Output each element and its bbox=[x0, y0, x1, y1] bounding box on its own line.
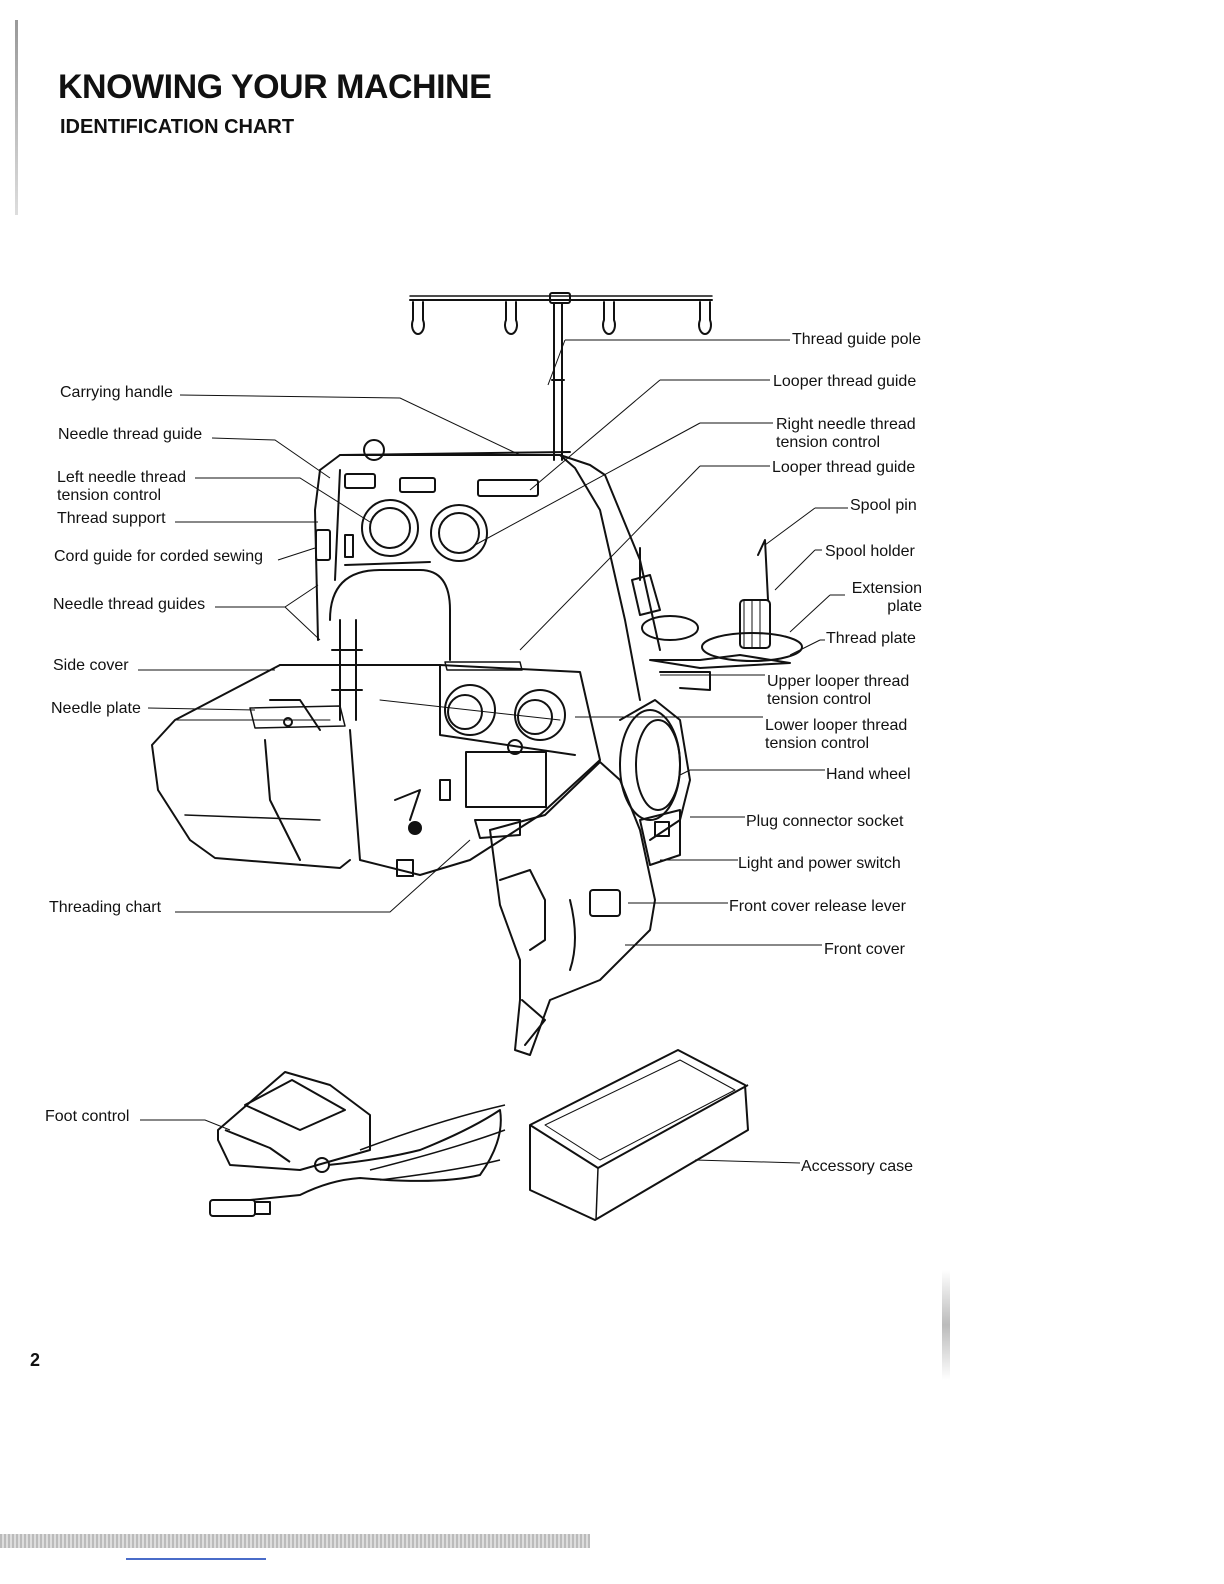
label-threading-chart: Threading chart bbox=[49, 899, 162, 916]
label-line: tension control bbox=[776, 434, 881, 451]
label-line: Left needle thread bbox=[57, 469, 186, 486]
label-upper-looper-thread-tension: Upper looper thread tension control bbox=[767, 673, 909, 709]
label-left-needle-thread-tension: Left needle thread tension control bbox=[57, 469, 186, 505]
label-line: Lower looper thread bbox=[765, 717, 908, 734]
label-front-cover: Front cover bbox=[824, 941, 905, 958]
page-subtitle: IDENTIFICATION CHART bbox=[60, 116, 295, 138]
label-needle-plate: Needle plate bbox=[51, 700, 141, 717]
label-thread-plate: Thread plate bbox=[826, 630, 916, 647]
label-spool-holder: Spool holder bbox=[825, 543, 915, 560]
page-number: 2 bbox=[30, 1350, 41, 1370]
label-line: plate bbox=[887, 598, 922, 615]
label-right-needle-thread-tension: Right needle thread tension control bbox=[776, 416, 916, 452]
scan-edge-mark bbox=[942, 1270, 950, 1380]
label-carrying-handle: Carrying handle bbox=[60, 384, 173, 401]
label-hand-wheel: Hand wheel bbox=[826, 766, 911, 783]
page-title: KNOWING YOUR MACHINE bbox=[58, 68, 492, 106]
label-lower-looper-thread-tension: Lower looper thread tension control bbox=[765, 717, 907, 753]
label-line: Extension bbox=[851, 580, 922, 597]
label-line: tension control bbox=[765, 735, 870, 752]
label-needle-thread-guides: Needle thread guides bbox=[53, 596, 206, 613]
label-line: tension control bbox=[57, 487, 162, 504]
label-extension-plate: Extension plate bbox=[846, 580, 922, 616]
label-looper-thread-guide-mid: Looper thread guide bbox=[772, 459, 916, 476]
label-cord-guide: Cord guide for corded sewing bbox=[54, 548, 264, 565]
label-side-cover: Side cover bbox=[53, 657, 129, 674]
label-light-power-switch: Light and power switch bbox=[738, 855, 901, 872]
label-foot-control: Foot control bbox=[45, 1108, 130, 1125]
label-thread-support: Thread support bbox=[57, 510, 166, 527]
label-front-cover-release-lever: Front cover release lever bbox=[729, 898, 906, 915]
label-spool-pin: Spool pin bbox=[850, 497, 917, 514]
label-looper-thread-guide-top: Looper thread guide bbox=[773, 373, 917, 390]
scan-strip bbox=[0, 1534, 590, 1548]
label-line: Right needle thread bbox=[776, 416, 916, 433]
label-accessory-case: Accessory case bbox=[801, 1158, 914, 1175]
label-line: tension control bbox=[767, 691, 872, 708]
scan-underline bbox=[126, 1558, 266, 1560]
scan-edge-mark bbox=[15, 20, 18, 215]
label-needle-thread-guide: Needle thread guide bbox=[58, 426, 203, 443]
label-plug-connector-socket: Plug connector socket bbox=[746, 813, 904, 830]
label-thread-guide-pole: Thread guide pole bbox=[792, 331, 921, 348]
label-line: Upper looper thread bbox=[767, 673, 910, 690]
